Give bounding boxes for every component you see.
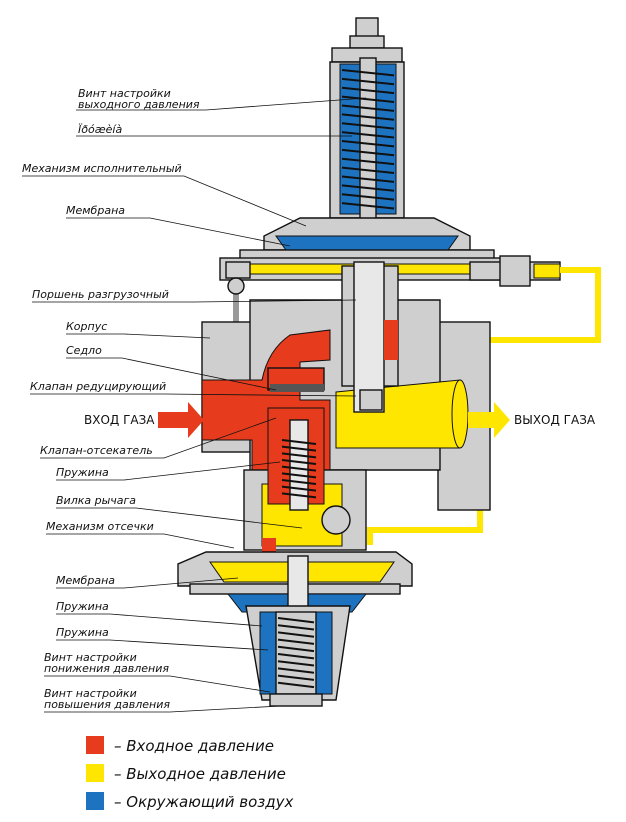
gas-outlet-label: ВЫХОД ГАЗА: [514, 413, 596, 427]
bottom-spring-cup: [245, 605, 351, 707]
label-housing: Корпус: [66, 320, 107, 333]
spring-coil: [277, 660, 315, 667]
piston-stem: [341, 261, 399, 413]
leader-lines: [22, 97, 367, 713]
spring-coil: [277, 667, 315, 674]
spring-coil: [341, 104, 395, 112]
legend-text-inlet: – Входное давление: [114, 737, 274, 755]
gas-inlet-label: ВХОД ГАЗА: [84, 413, 155, 427]
legend-swatch-ambient: [86, 792, 104, 810]
label-lever-fork: Вилка рычага: [56, 494, 136, 507]
spring-coil: [341, 175, 395, 183]
spring-coil: [341, 95, 395, 103]
spring-coil: [281, 479, 317, 485]
outlet-arrow-icon: [468, 402, 510, 438]
spring-coil: [281, 465, 317, 472]
spring-coil: [341, 148, 395, 157]
label-high-screw-2: повышения давления: [44, 698, 170, 711]
legend-text-outlet: – Выходное давление: [114, 765, 286, 783]
spring-coil: [277, 645, 315, 653]
spring-coil: [341, 122, 395, 130]
label-spring-mid: Пружина: [56, 466, 109, 479]
top-spring-icon: [341, 69, 395, 210]
spring-coil: [277, 653, 315, 660]
top-adjust-screw: [331, 17, 403, 63]
spring-coil: [281, 439, 317, 445]
label-shutoff-mech: Механизм отсечки: [46, 520, 154, 533]
spring-coil: [277, 624, 315, 631]
spring-coil: [341, 69, 395, 77]
spring-coil: [277, 631, 315, 638]
legend: – Входное давление – Выходное давление –…: [86, 736, 294, 811]
impulse-fitting: [469, 255, 561, 287]
spring-coil: [281, 472, 317, 479]
legend-swatch-inlet: [86, 736, 104, 754]
label-adjust-screw-1: Винт настройки: [78, 87, 171, 100]
label-spring-b2: Пружина: [56, 626, 109, 639]
spring-coil: [281, 492, 317, 499]
legend-text-ambient: – Окружающий воздух: [114, 793, 294, 811]
label-membrane-bottom: Мембрана: [56, 574, 115, 587]
label-low-screw-1: Винт настройки: [44, 651, 137, 664]
label-spring-b1: Пружина: [56, 600, 109, 613]
lower-diaphragm: [177, 551, 413, 613]
inlet-arrow-icon: [158, 402, 204, 438]
label-membrane-top: Мембрана: [66, 204, 125, 217]
spring-coil: [341, 77, 395, 86]
spring-coil: [341, 131, 395, 139]
spring-coil: [341, 113, 395, 121]
spring-coil: [281, 459, 317, 465]
spring-coil: [341, 157, 395, 166]
spring-coil: [341, 202, 395, 210]
label-low-screw-2: понижения давления: [44, 662, 169, 675]
label-spring-top: Ïðóæèíà: [78, 123, 122, 136]
shutoff-section: [243, 407, 367, 552]
spring-coil: [277, 638, 315, 645]
label-seat: Седло: [66, 344, 102, 357]
label-piston: Поршень разгрузочный: [32, 288, 169, 301]
label-shutoff-valve: Клапан-отсекатель: [40, 444, 153, 457]
spring-coil: [341, 140, 395, 148]
spring-coil: [277, 617, 315, 624]
spring-coil: [281, 485, 317, 492]
spring-coil: [341, 193, 395, 201]
label-high-screw-1: Винт настройки: [44, 687, 137, 700]
legend-swatch-outlet: [86, 764, 104, 782]
spring-coil: [341, 166, 395, 174]
spring-coil: [341, 86, 395, 95]
label-adjust-screw-2: выходного давления: [78, 98, 200, 111]
spring-coil: [281, 445, 317, 452]
label-reducing-valve: Клапан редуцирующий: [30, 380, 166, 393]
spring-coil: [277, 681, 315, 689]
spring-coil: [277, 674, 315, 681]
seat: [267, 367, 325, 392]
label-actuator: Механизм исполнительный: [22, 162, 182, 175]
spring-coil: [281, 452, 317, 459]
spring-coil: [341, 184, 395, 192]
